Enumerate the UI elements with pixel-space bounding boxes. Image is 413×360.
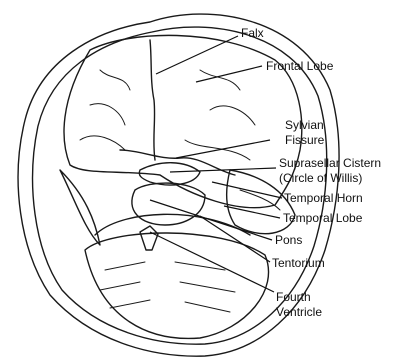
label-pons: Pons	[275, 233, 302, 247]
label-fissure: Fissure	[285, 133, 324, 147]
label-ventricle: Ventricle	[276, 305, 322, 319]
fourth-ventricle	[140, 226, 158, 250]
frontal-lobe-leader	[196, 66, 262, 82]
label-sylvian: Sylvian	[285, 118, 324, 132]
label-fourth: Fourth	[276, 290, 311, 304]
label-circle-of-willis: (Circle of Willis)	[279, 171, 362, 185]
fourth-ventricle-leader	[150, 232, 274, 292]
falx-leader	[156, 36, 238, 74]
label-temporal-lobe: Temporal Lobe	[283, 211, 362, 225]
temporal-horn-leader	[212, 182, 282, 198]
falx-line	[150, 40, 155, 160]
label-frontal-lobe: Frontal Lobe	[266, 59, 333, 73]
cerebellum-outline	[85, 233, 269, 338]
label-falx: Falx	[241, 26, 264, 40]
label-temporal-horn: Temporal Horn	[284, 191, 363, 205]
pons-leader	[150, 200, 272, 240]
pons-outline	[132, 183, 205, 225]
label-tentorium: Tentorium	[272, 256, 325, 270]
label-suprasellar-cistern: Suprasellar Cistern	[279, 156, 381, 170]
tentorium-leader	[200, 216, 270, 262]
